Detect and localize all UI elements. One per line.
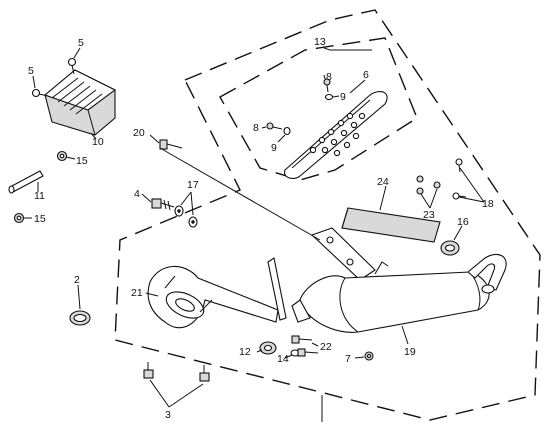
callout-16: 16 [457, 216, 469, 228]
callout-6: 6 [363, 69, 369, 81]
washer-12-part [259, 341, 277, 355]
callout-8a: 8 [326, 71, 332, 83]
callout-18: 18 [482, 198, 494, 210]
callout-15a: 15 [76, 155, 88, 167]
callout-12: 12 [239, 346, 251, 358]
heat-shield-group-boundary [219, 37, 418, 181]
callout-7: 7 [345, 353, 351, 365]
gasket-16-part [440, 240, 460, 256]
callout-14: 14 [277, 353, 289, 365]
callout-8b: 8 [253, 122, 259, 134]
shield-pad-24-part [341, 207, 441, 243]
callout-13: 13 [314, 36, 326, 48]
pipe-11-part [8, 170, 44, 194]
bracket-21-part [147, 257, 287, 329]
callout-3: 3 [165, 409, 171, 421]
washer-17-part [174, 205, 198, 228]
leader-lines [23, 47, 485, 408]
callout-20: 20 [133, 127, 145, 139]
callout-22: 22 [320, 341, 332, 353]
screw-5a-part [67, 57, 77, 75]
bolt-22-part [291, 335, 319, 357]
callout-4: 4 [134, 188, 140, 200]
washer-9b-part [283, 126, 291, 136]
callout-2: 2 [74, 274, 80, 286]
callout-labels: 5 5 10 15 11 15 2 3 20 4 17 21 13 6 8 9 … [28, 36, 494, 421]
ignition-module-part [43, 69, 117, 136]
callout-5a: 5 [78, 37, 84, 49]
washer-9a-part [324, 93, 334, 101]
main-group-boundary [114, 9, 541, 421]
nut-15a-part [56, 150, 68, 162]
callout-9b: 9 [271, 142, 277, 154]
callout-5b: 5 [28, 65, 34, 77]
callout-10: 10 [92, 136, 104, 148]
callout-15b: 15 [34, 213, 46, 225]
stud-3b-part [199, 365, 210, 382]
callout-11: 11 [34, 190, 45, 202]
screw-8b-part [266, 122, 283, 130]
callout-19: 19 [404, 346, 416, 358]
callout-23: 23 [423, 209, 435, 221]
screw-5b-part [31, 88, 49, 98]
nut-15b-part [13, 212, 25, 224]
stud-3a-part [143, 362, 154, 379]
screw-8a-part [323, 78, 331, 93]
muffler-19-part [291, 227, 507, 333]
bolt-4-part [151, 198, 175, 211]
callout-24: 24 [377, 176, 389, 188]
clip-18-part [452, 158, 467, 200]
callout-21: 21 [131, 287, 143, 299]
callout-9a: 9 [340, 91, 346, 103]
heat-shield-part [283, 91, 388, 179]
gasket-2-part [69, 310, 91, 326]
callout-17: 17 [187, 179, 199, 191]
bolt-20-part [159, 139, 183, 150]
grommet-23-part [416, 175, 441, 195]
nut-7-part [364, 351, 374, 361]
